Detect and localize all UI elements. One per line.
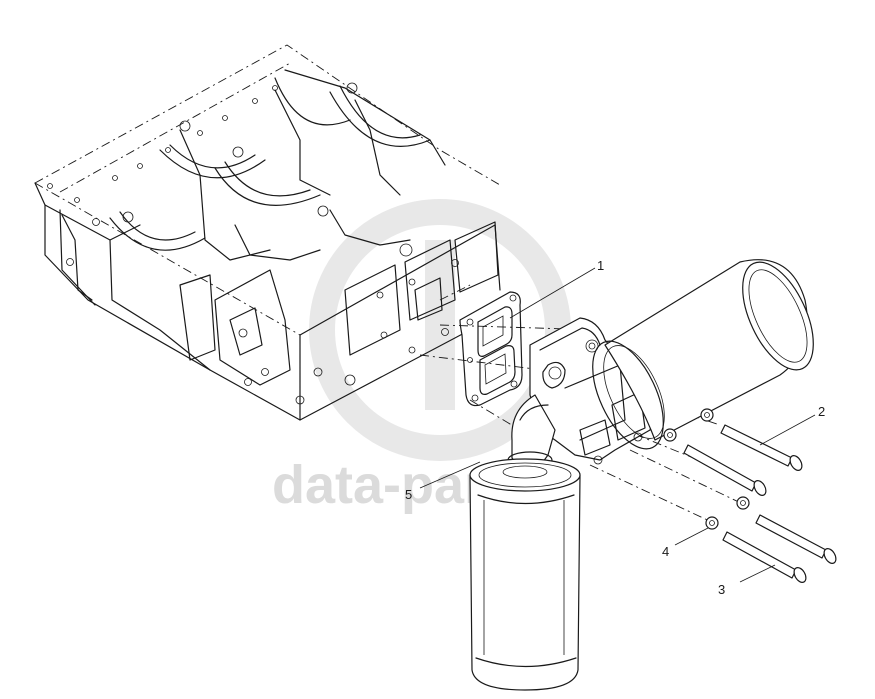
callout-3: 3 <box>718 582 725 597</box>
part-gasket <box>459 291 523 407</box>
part-washers <box>663 408 750 530</box>
callouts: 1 2 3 4 5 <box>405 258 825 597</box>
engine-block <box>34 44 501 421</box>
part-canister-horizontal <box>592 259 814 450</box>
callout-2: 2 <box>818 404 825 419</box>
part-filter-vertical <box>469 458 581 691</box>
callout-leaders <box>419 267 816 583</box>
part-bolts <box>683 424 837 583</box>
callout-5: 5 <box>405 487 412 502</box>
callout-4: 4 <box>662 544 669 559</box>
callout-1: 1 <box>597 258 604 273</box>
